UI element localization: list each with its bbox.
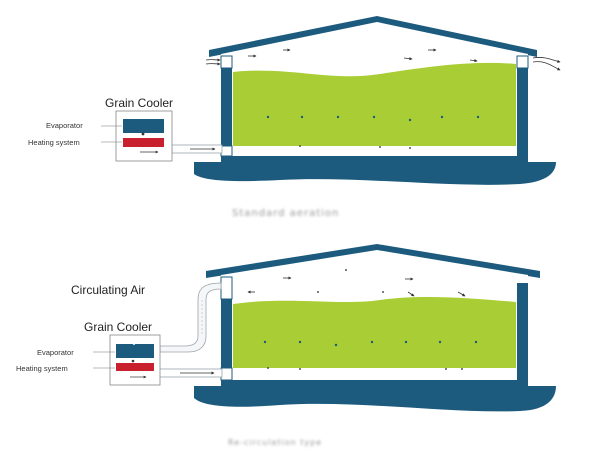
panel-2-floor — [221, 380, 528, 388]
airflow-arrow-icon — [457, 291, 466, 297]
panel-2-cooler-title: Grain Cooler — [84, 320, 153, 334]
panel-1-evaporator — [123, 119, 164, 133]
panel-1-right-wall — [517, 62, 528, 164]
panel-2-foundation — [194, 386, 556, 412]
panel-2-heater — [116, 363, 154, 371]
panel-2-caption: Re-circulation type — [228, 438, 323, 447]
fan-icon — [141, 132, 145, 136]
panel-2-evaporator-label: Evaporator — [37, 348, 74, 357]
panel-2-grain-cooler — [93, 334, 161, 386]
panel-1-heater — [123, 138, 164, 147]
panel-2-right-wall — [517, 283, 528, 389]
panel-1-inlet-vent — [220, 145, 233, 157]
panel-2-inlet-vent — [220, 367, 233, 381]
panel-1-heating-label: Heating system — [28, 138, 80, 147]
airflow-arrow-icon — [403, 57, 413, 61]
panel-1-left-vent — [220, 55, 233, 69]
fan-icon — [131, 359, 135, 363]
panel-1-grain-cooler — [101, 110, 173, 162]
panel-2-return-duct — [159, 282, 222, 353]
panel-1-grain — [233, 62, 516, 146]
panel-2-heating-label: Heating system — [16, 364, 68, 373]
panel-2-left-wall — [221, 283, 232, 389]
panel-1-cooler-title: Grain Cooler — [105, 96, 174, 110]
panel-1-floor — [221, 156, 528, 164]
panel-1-left-wall — [221, 62, 232, 164]
panel-2-circulating-air-label: Circulating Air — [71, 283, 146, 297]
panel-1-caption: Standard aeration — [232, 208, 340, 219]
panel-1-foundation — [194, 162, 556, 185]
panel-2-silo — [93, 244, 556, 412]
airflow-arrow-icon — [469, 59, 478, 63]
panel-2-evaporator — [116, 344, 154, 358]
panel-2-upper-vent — [220, 276, 233, 300]
panel-1-evaporator-label: Evaporator — [46, 121, 83, 130]
panel-2-grain — [233, 296, 516, 368]
panel-1-silo — [101, 16, 561, 185]
panel-1-right-vent — [516, 55, 529, 69]
airflow-arrow-icon — [407, 291, 415, 297]
